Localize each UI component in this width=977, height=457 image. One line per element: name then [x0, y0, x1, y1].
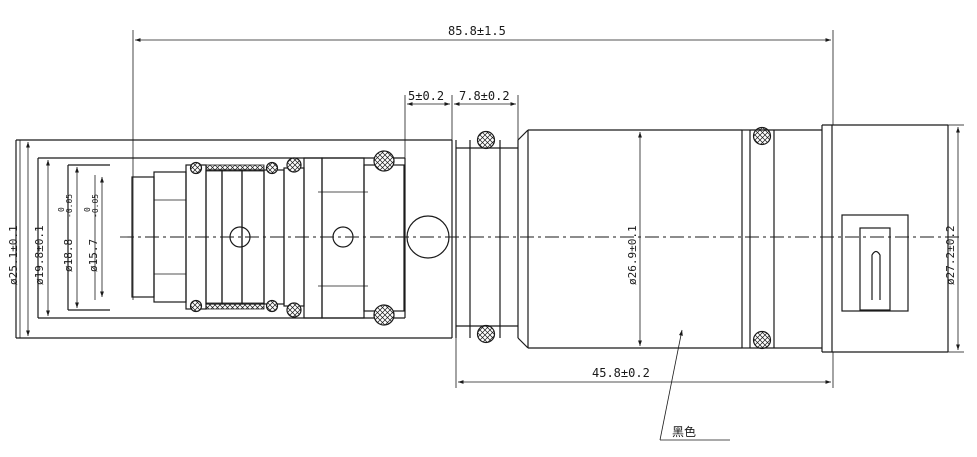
- dim-dia-15-tol-lower: -0.05: [91, 194, 100, 218]
- seal-strip-top: [206, 165, 264, 171]
- main-body: [517, 129, 751, 349]
- o-ring-small-group: [189, 157, 302, 318]
- callout-leader: 黑色: [659, 329, 730, 441]
- dim-overall-length-label: 85.8±1.5: [448, 24, 506, 38]
- port-hole-2: [332, 226, 354, 248]
- dim-dia-27-label: ø27.2±0.2: [944, 225, 957, 285]
- callout-text: 黑色: [672, 425, 696, 439]
- dim-body-length-label: 45.8±0.2: [592, 366, 650, 380]
- dim-overall-length: 85.8±1.5: [132, 24, 834, 300]
- groove-region: [404, 140, 519, 338]
- right-connector: [750, 124, 949, 353]
- seal-strip-bottom: [206, 303, 264, 309]
- dim-body-length: 45.8±0.2: [455, 338, 834, 388]
- dim-diameters: ø25.1±0.1 ø19.8±0.1 ø18.8 0 -0.05 ø15.7 …: [7, 124, 964, 353]
- dim-grooves: 5±0.2 7.8±0.2: [404, 89, 519, 158]
- port-hole-3: [406, 215, 450, 259]
- dim-groove-b-label: 7.8±0.2: [459, 89, 510, 103]
- dim-dia-15-label: ø15.7: [87, 239, 100, 272]
- dim-dia-18-tol-lower: -0.05: [65, 194, 74, 218]
- dim-dia-19-label: ø19.8±0.1: [33, 225, 46, 285]
- dim-dia-18-label: ø18.8: [62, 239, 75, 272]
- dim-dia-26-label: ø26.9±0.1: [626, 225, 639, 285]
- dim-dia-18-tol-upper: 0: [57, 207, 66, 212]
- dim-groove-a-label: 5±0.2: [408, 89, 444, 103]
- o-ring-large-group: [373, 126, 772, 350]
- left-barrel: [15, 139, 452, 339]
- dim-dia-25-label: ø25.1±0.1: [7, 225, 20, 285]
- dim-dia-15-tol-upper: 0: [83, 207, 92, 212]
- port-hole-1: [229, 226, 251, 248]
- piston-stack: [131, 157, 405, 319]
